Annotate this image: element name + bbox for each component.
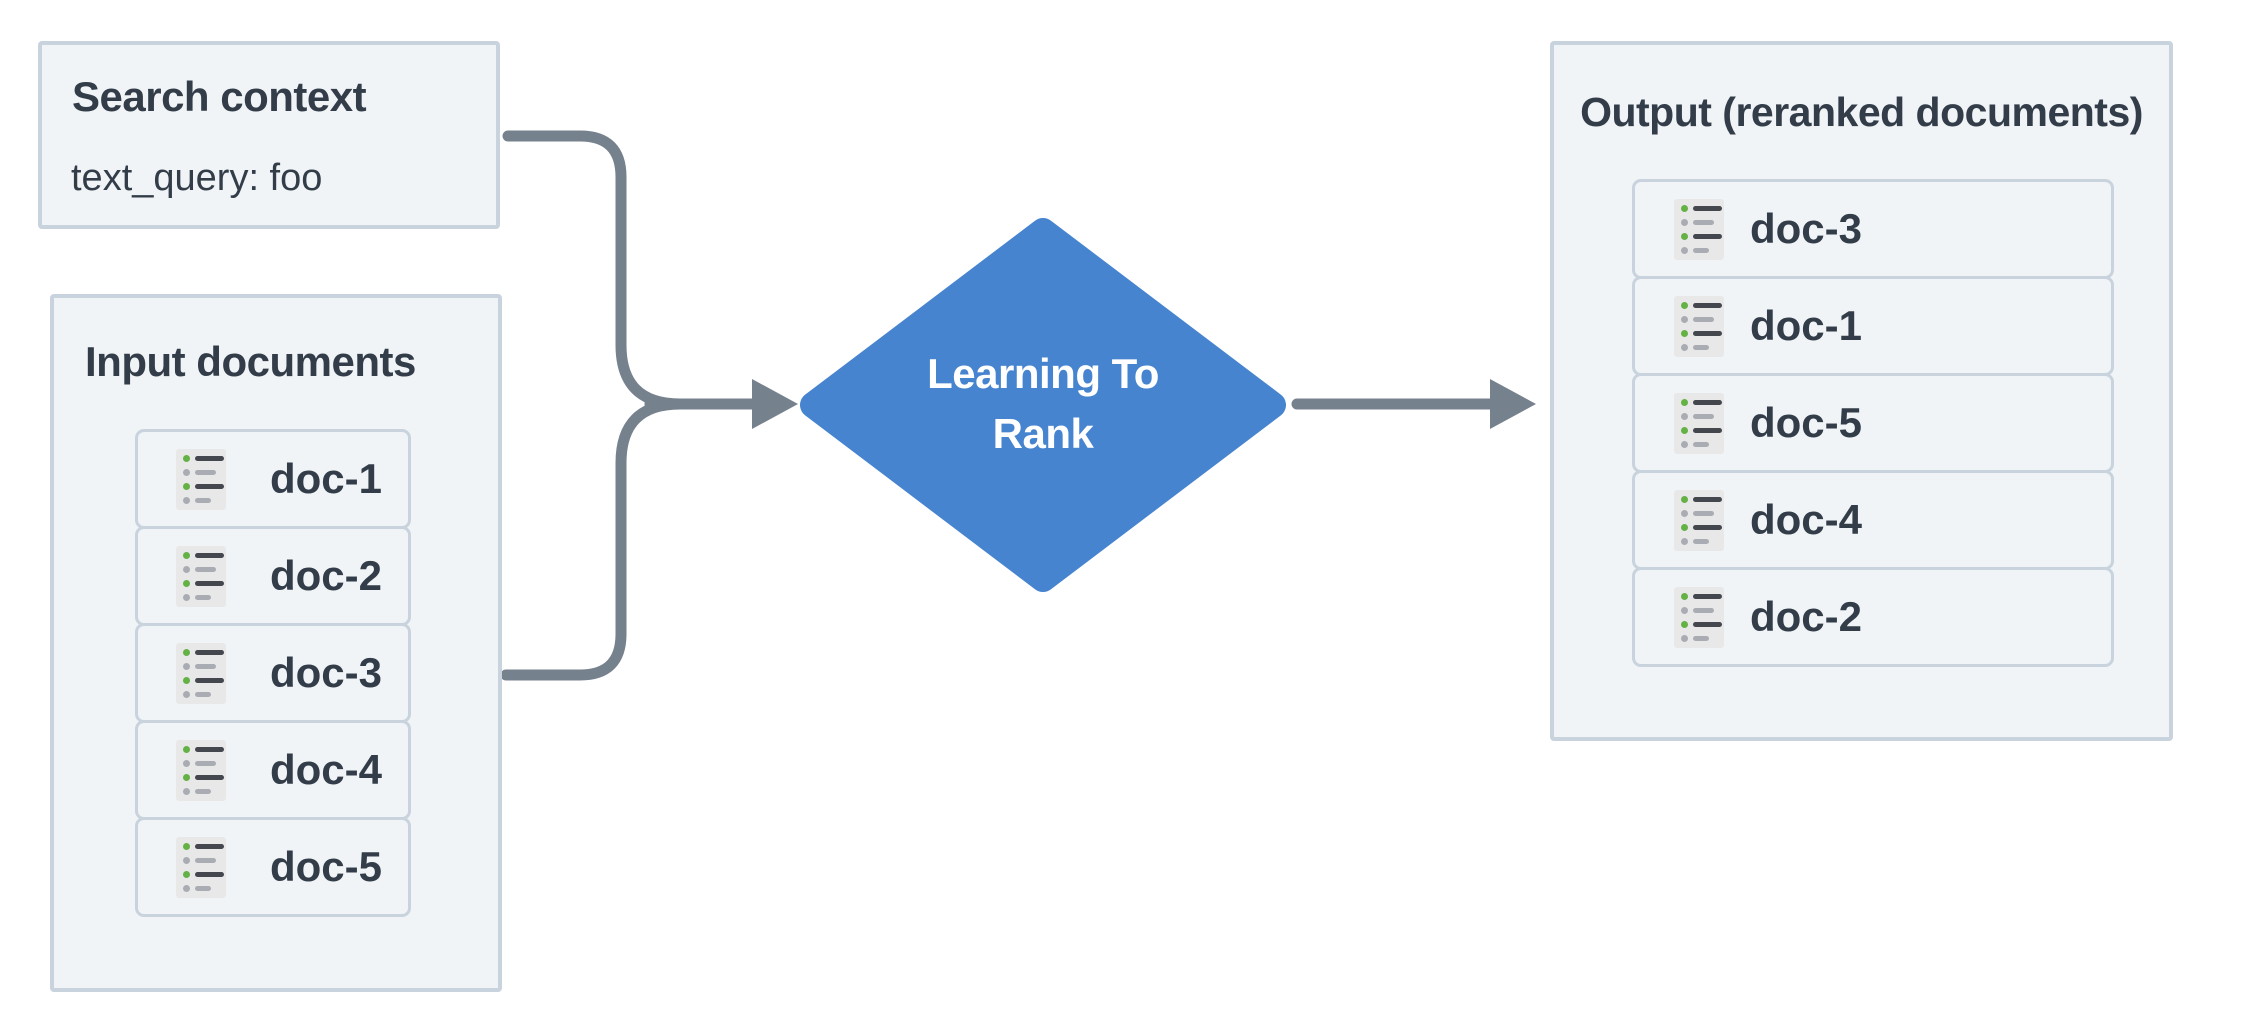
list-icon-row bbox=[1681, 232, 1724, 240]
output-documents-panel: Output (reranked documents) doc-3 bbox=[1550, 41, 2173, 741]
list-icon-row bbox=[183, 482, 226, 490]
list-icon-row bbox=[1681, 523, 1724, 531]
input-documents-panel: Input documents doc-1 bbox=[50, 294, 502, 992]
list-icon bbox=[176, 836, 226, 898]
list-icon-row bbox=[183, 690, 226, 698]
list-icon-row bbox=[183, 662, 226, 670]
doc-label: doc-4 bbox=[1750, 496, 1863, 543]
doc-label: doc-4 bbox=[270, 746, 383, 793]
output-documents-title: Output (reranked documents) bbox=[1580, 89, 2143, 135]
list-icon bbox=[176, 739, 226, 801]
list-icon-row bbox=[183, 454, 226, 462]
ranker-diamond bbox=[800, 218, 1286, 592]
input-doc-row: doc-3 bbox=[135, 623, 411, 723]
output-doc-row: doc-5 bbox=[1632, 373, 2114, 473]
list-icon bbox=[1674, 295, 1724, 357]
arrowhead-into-ranker bbox=[752, 379, 798, 429]
list-icon-row bbox=[183, 745, 226, 753]
list-icon-row bbox=[1681, 246, 1724, 254]
input-documents-list: doc-1 doc-2 bbox=[135, 429, 411, 917]
list-icon-row bbox=[183, 676, 226, 684]
doc-label: doc-5 bbox=[1750, 399, 1863, 446]
list-icon bbox=[1674, 392, 1724, 454]
ranker-label: Learning To Rank bbox=[883, 344, 1203, 464]
arrowhead-into-output bbox=[1490, 379, 1536, 429]
doc-label: doc-2 bbox=[270, 552, 383, 599]
list-icon-row bbox=[183, 773, 226, 781]
list-icon-row bbox=[183, 856, 226, 864]
list-icon-row bbox=[1681, 412, 1724, 420]
list-icon-row bbox=[183, 648, 226, 656]
output-doc-row: doc-3 bbox=[1632, 179, 2114, 279]
list-icon-row bbox=[1681, 343, 1724, 351]
search-context-connector bbox=[502, 130, 686, 410]
list-icon bbox=[176, 448, 226, 510]
doc-label: doc-1 bbox=[270, 455, 383, 502]
output-doc-row: doc-2 bbox=[1632, 567, 2114, 667]
output-doc-row: doc-1 bbox=[1632, 276, 2114, 376]
search-context-panel: Search context text_query: foo bbox=[38, 41, 500, 229]
list-icon-row bbox=[183, 759, 226, 767]
list-icon-row bbox=[183, 551, 226, 559]
search-context-title: Search context bbox=[72, 73, 367, 120]
list-icon-row bbox=[1681, 329, 1724, 337]
list-icon-row bbox=[1681, 495, 1724, 503]
list-icon-row bbox=[183, 565, 226, 573]
text-query-value: text_query: foo bbox=[71, 157, 323, 199]
list-icon bbox=[176, 545, 226, 607]
list-icon bbox=[1674, 489, 1724, 551]
list-icon-row bbox=[183, 870, 226, 878]
list-icon-row bbox=[1681, 218, 1724, 226]
input-doc-row: doc-2 bbox=[135, 526, 411, 626]
list-icon-row bbox=[183, 496, 226, 504]
list-icon-row bbox=[183, 842, 226, 850]
list-icon-row bbox=[1681, 592, 1724, 600]
doc-label: doc-2 bbox=[1750, 593, 1863, 640]
input-documents-connector bbox=[500, 398, 686, 681]
list-icon-row bbox=[1681, 301, 1724, 309]
list-icon-row bbox=[183, 593, 226, 601]
list-icon-row bbox=[1681, 620, 1724, 628]
list-icon-row bbox=[1681, 509, 1724, 517]
doc-label: doc-3 bbox=[270, 649, 383, 696]
list-icon-row bbox=[1681, 204, 1724, 212]
input-documents-title: Input documents bbox=[85, 338, 416, 385]
doc-label: doc-3 bbox=[1750, 205, 1863, 252]
ranker-label-line2: Rank bbox=[992, 410, 1094, 457]
output-documents-list: doc-3 doc-1 bbox=[1632, 179, 2114, 667]
input-doc-row: doc-4 bbox=[135, 720, 411, 820]
list-icon-row bbox=[1681, 315, 1724, 323]
input-doc-row: doc-1 bbox=[135, 429, 411, 529]
list-icon-row bbox=[183, 884, 226, 892]
list-icon-row bbox=[183, 468, 226, 476]
ranker-label-line1: Learning To bbox=[927, 350, 1159, 397]
input-doc-row: doc-5 bbox=[135, 817, 411, 917]
list-icon-row bbox=[1681, 426, 1724, 434]
list-icon-row bbox=[1681, 634, 1724, 642]
list-icon bbox=[1674, 586, 1724, 648]
list-icon-row bbox=[1681, 537, 1724, 545]
list-icon-row bbox=[1681, 606, 1724, 614]
list-icon bbox=[176, 642, 226, 704]
list-icon-row bbox=[183, 579, 226, 587]
list-icon-row bbox=[1681, 440, 1724, 448]
doc-label: doc-5 bbox=[270, 843, 383, 890]
doc-label: doc-1 bbox=[1750, 302, 1863, 349]
list-icon bbox=[1674, 198, 1724, 260]
output-doc-row: doc-4 bbox=[1632, 470, 2114, 570]
list-icon-row bbox=[1681, 398, 1724, 406]
list-icon-row bbox=[183, 787, 226, 795]
